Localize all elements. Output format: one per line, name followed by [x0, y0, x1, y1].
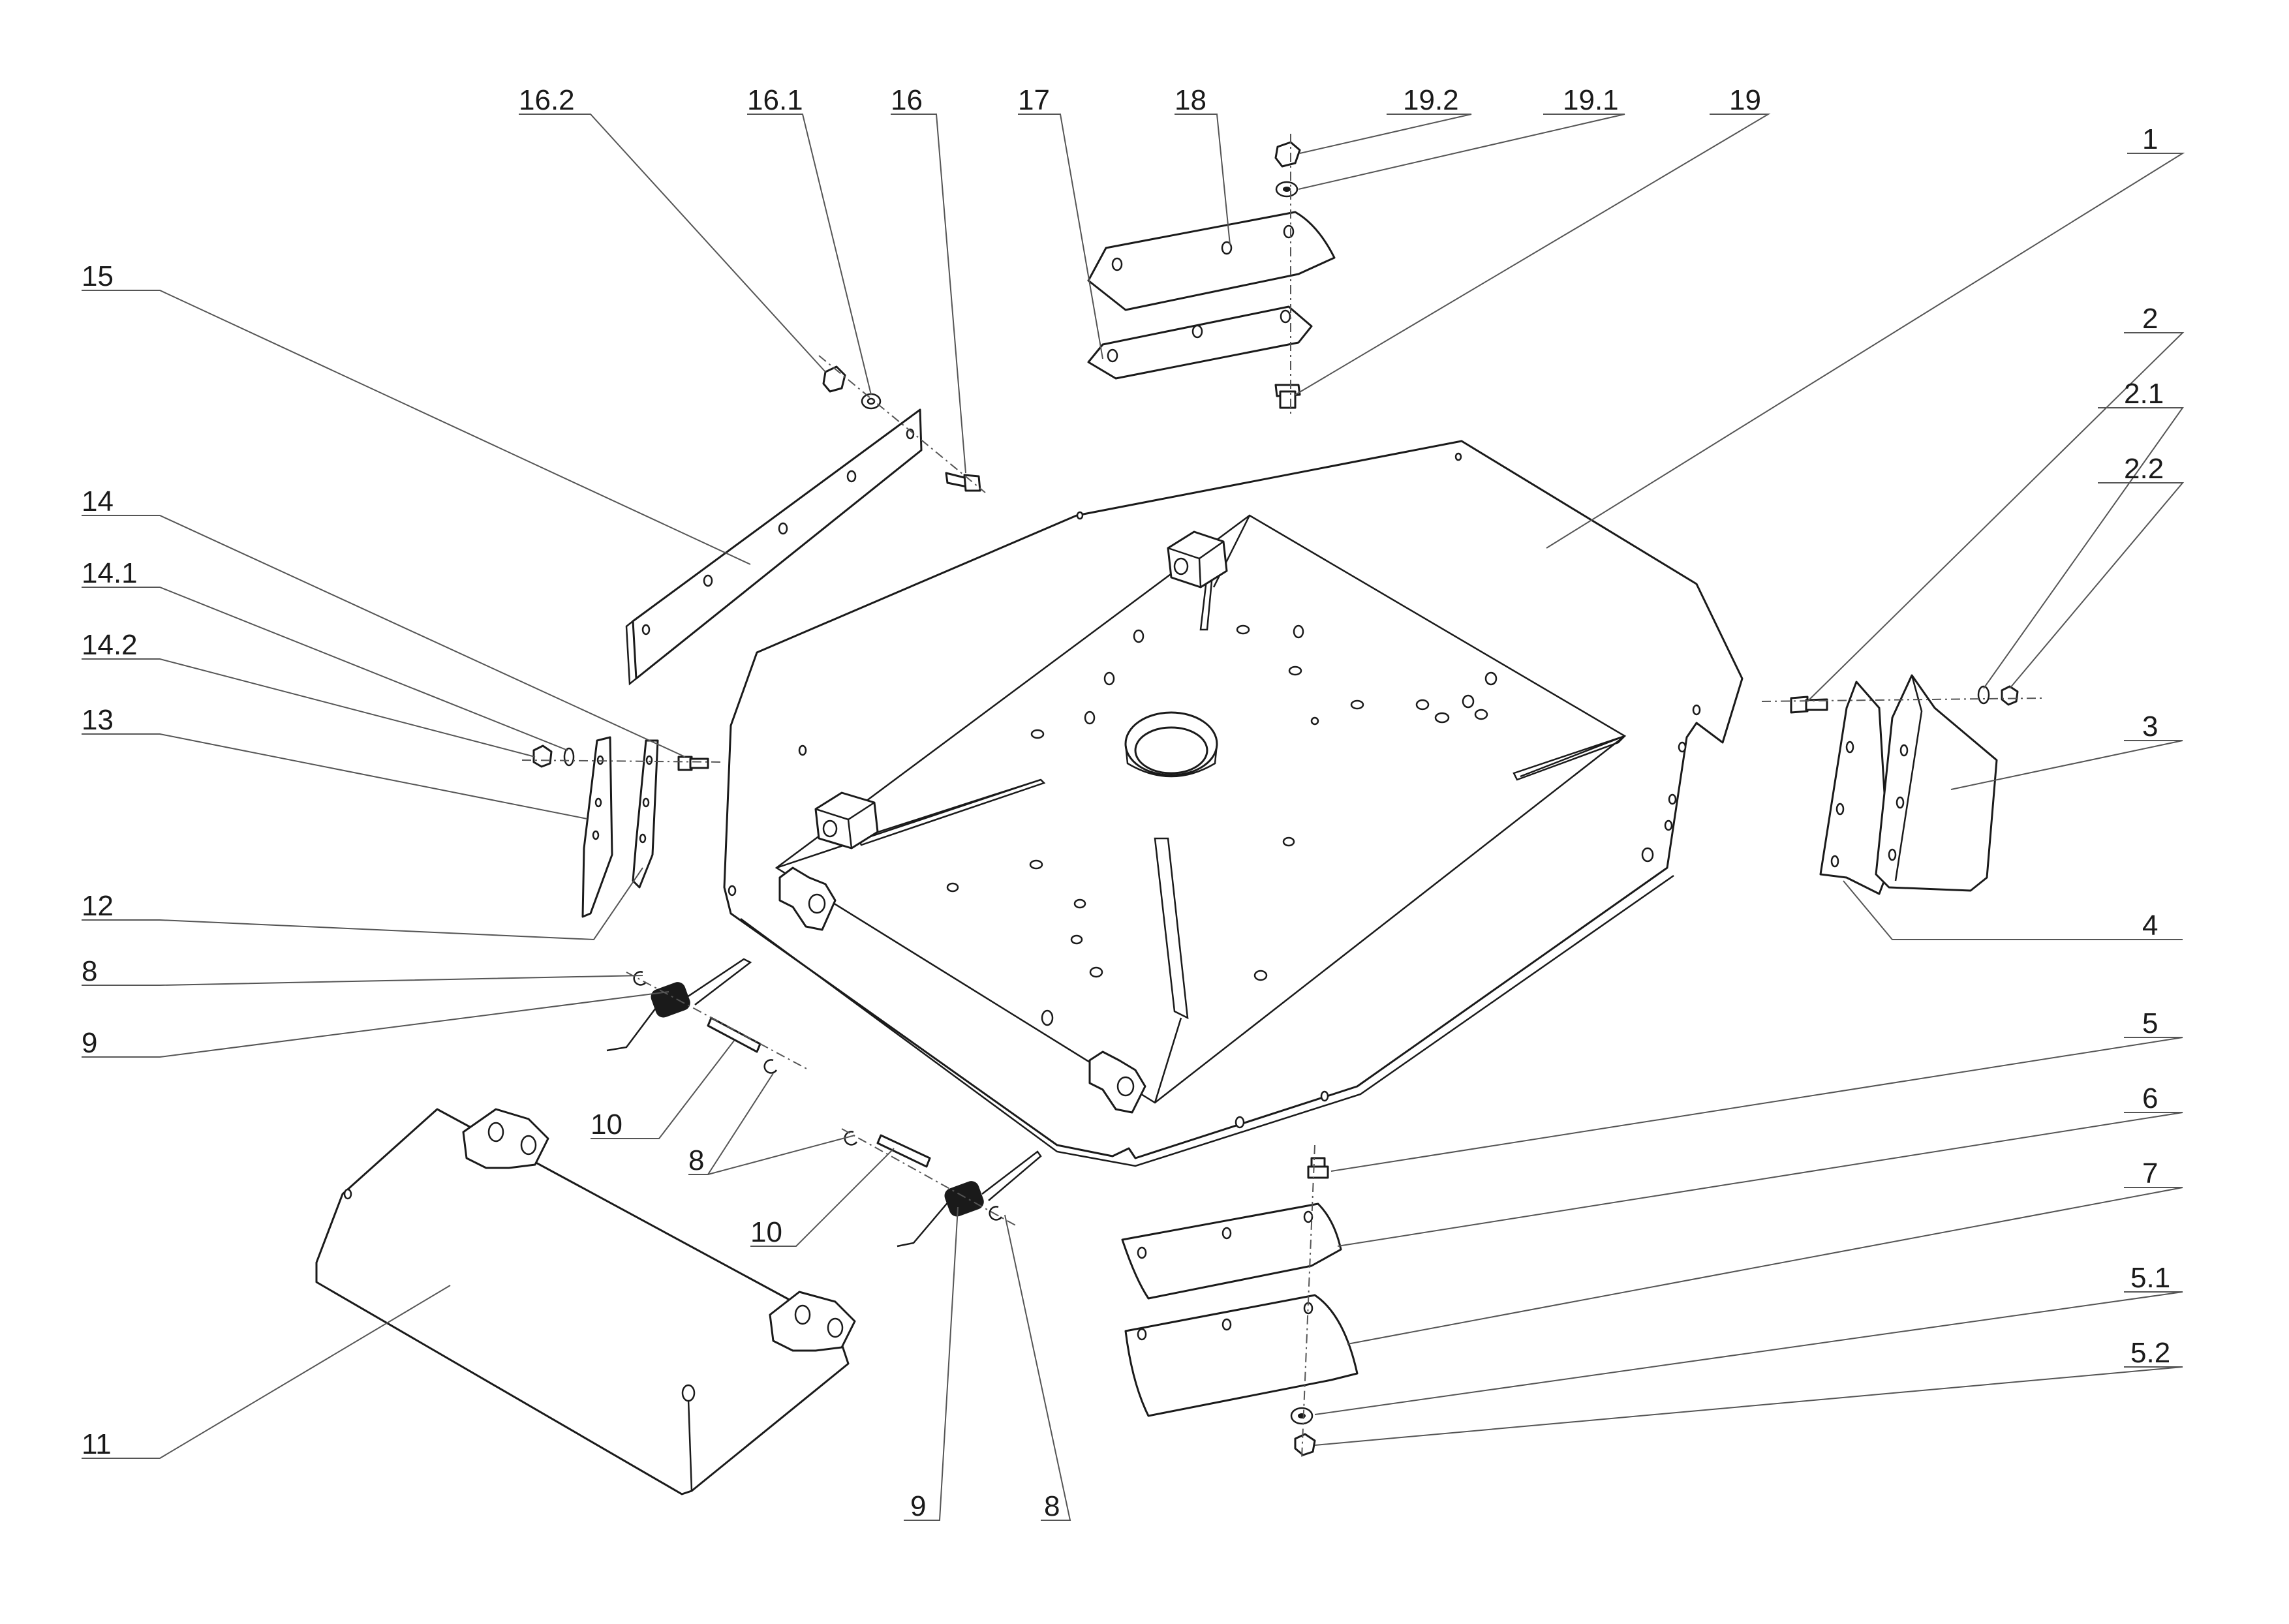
clevis-bracket-bottom [1088, 1050, 1146, 1114]
part-18-plate [1087, 211, 1336, 311]
callout-5-2: 5.2 [2130, 1337, 2170, 1369]
callout-8-a: 8 [82, 955, 97, 987]
shield-bracket-bottom [769, 1291, 856, 1352]
shield-bracket-top [462, 1108, 549, 1169]
callout-5: 5 [2142, 1007, 2158, 1039]
callout-14-1: 14.1 [82, 557, 138, 589]
callout-2-2: 2.2 [2124, 453, 2164, 485]
callout-7: 7 [2142, 1157, 2158, 1189]
callout-9-b: 9 [910, 1490, 926, 1522]
part-5-hardware [1290, 1157, 1329, 1456]
callout-16: 16 [891, 84, 923, 116]
leader-lines [82, 114, 2185, 1521]
callout-14: 14 [82, 485, 114, 517]
callout-2: 2 [2142, 303, 2158, 335]
mount-block-top [1167, 530, 1228, 589]
callout-18: 18 [1175, 84, 1206, 116]
callout-10-b: 10 [750, 1216, 782, 1248]
callout-13: 13 [82, 704, 114, 736]
callout-6: 6 [2142, 1082, 2158, 1114]
callout-15: 15 [82, 260, 114, 292]
part-14-hardware [532, 744, 709, 771]
part-4-plate [1819, 681, 1890, 895]
callout-12: 12 [82, 890, 114, 922]
clips [633, 971, 1003, 1221]
part-7-plate [1124, 1294, 1359, 1417]
callout-19-1: 19.1 [1563, 84, 1619, 116]
part-12-plate [632, 739, 659, 889]
callout-5-1: 5.1 [2130, 1262, 2170, 1294]
callout-2-1: 2.1 [2124, 378, 2164, 410]
part-11-shield [315, 1108, 856, 1495]
callout-16-2: 16.2 [519, 84, 575, 116]
part-13-plate [581, 736, 613, 918]
callout-14-2: 14.2 [82, 629, 138, 661]
callout-17: 17 [1018, 84, 1050, 116]
callout-19: 19 [1729, 84, 1761, 116]
callout-10-a: 10 [591, 1109, 622, 1141]
part-6-plate [1121, 1203, 1342, 1300]
callout-8-b: 8 [688, 1144, 704, 1176]
callout-3: 3 [2142, 711, 2158, 743]
part-15-blade [625, 408, 923, 686]
spring-right [897, 1150, 1042, 1248]
part-19-hardware [1274, 141, 1301, 409]
part-16-hardware [822, 365, 981, 492]
main-deck [723, 440, 1744, 1167]
deck-holes [728, 452, 1701, 1129]
part-3-plate [1875, 674, 1998, 892]
pin-left [707, 1017, 761, 1053]
callout-19-2: 19.2 [1403, 84, 1459, 116]
pin-right [876, 1134, 931, 1168]
callout-8-c: 8 [1044, 1490, 1060, 1522]
callout-11: 11 [82, 1428, 112, 1460]
callout-labels: 16.2 16.1 16 17 18 19.2 19.1 19 1 15 2 2… [82, 84, 2170, 1522]
mount-block-left [814, 791, 879, 850]
clevis-bracket-left [778, 866, 837, 931]
part-17-plate [1087, 305, 1313, 380]
callout-9-a: 9 [82, 1027, 97, 1059]
callout-16-1: 16.1 [747, 84, 803, 116]
callout-1: 1 [2142, 123, 2158, 155]
callout-4: 4 [2142, 910, 2158, 942]
